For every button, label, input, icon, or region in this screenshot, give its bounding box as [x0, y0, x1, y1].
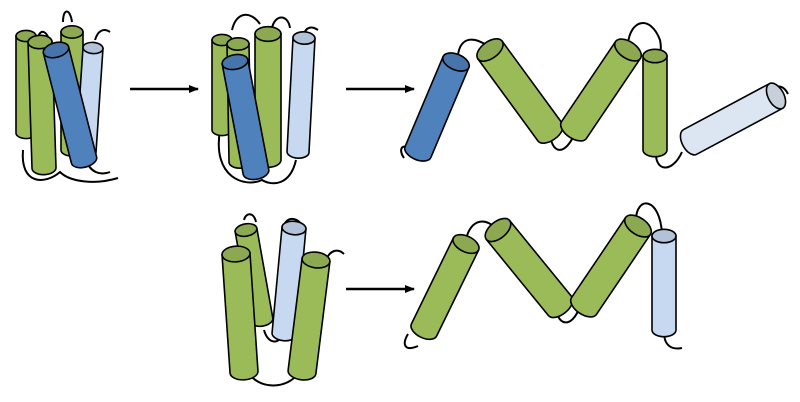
helix-3-a	[403, 52, 471, 162]
helix-3-d	[642, 48, 668, 158]
loop-2-top-b	[271, 16, 291, 29]
loop-1-tail-top	[94, 29, 111, 41]
helix-2-e	[221, 53, 270, 181]
helices-layer	[15, 25, 787, 381]
helix-4-b	[221, 245, 259, 381]
helix-4-d	[287, 251, 331, 381]
loop-1-top	[62, 10, 73, 23]
helix-5-a	[410, 233, 480, 341]
helix-5-d	[651, 228, 677, 338]
helix-1-e	[42, 41, 98, 169]
loop-5-3	[635, 202, 663, 235]
helix-2-d	[286, 31, 316, 159]
loop-2-top	[231, 14, 261, 31]
helix-5-c	[569, 214, 653, 318]
helix-3-b	[476, 38, 564, 144]
loop-4-top-a	[243, 213, 257, 223]
helix-3-e	[679, 82, 787, 156]
loop-2-bottom	[217, 129, 297, 185]
helix-5-b	[484, 217, 574, 319]
loop-1-bottom	[21, 149, 119, 183]
helix-3-c	[559, 38, 643, 142]
loop-5-start	[403, 333, 419, 350]
